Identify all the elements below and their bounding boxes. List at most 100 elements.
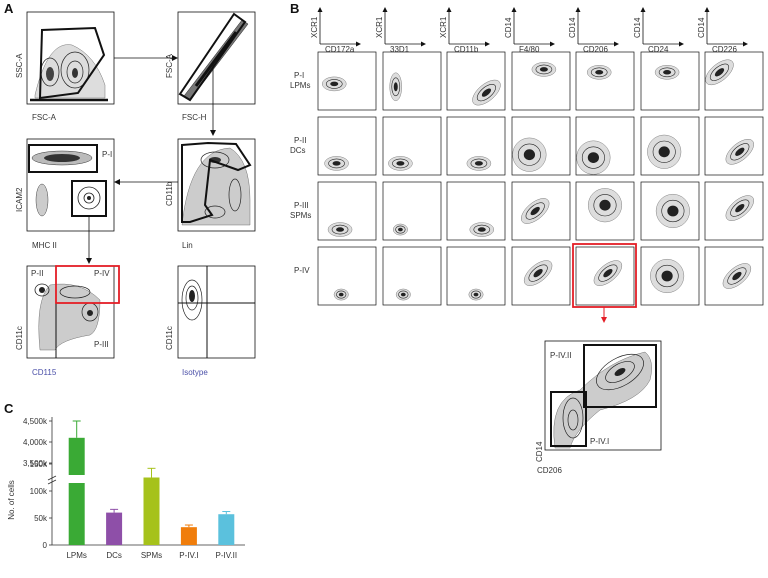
panel-a: SSC-A FSC-A FSC-A FSC-H CD11b: [15, 11, 256, 377]
facs-cell: [575, 246, 635, 306]
facs-cell: [317, 51, 377, 111]
y-tick-label: 150k: [30, 460, 48, 469]
column-y-label: CD14: [568, 17, 577, 38]
gate-plot-cd115-cd11c: P-II P-IV P-III CD11c CD115: [15, 265, 120, 377]
facs-cell: [446, 181, 506, 241]
facs-cell: [382, 51, 442, 111]
facs-cell: [511, 181, 571, 241]
axis-label-x: Lin: [182, 241, 193, 250]
row-sublabel: DCs: [290, 146, 306, 155]
y-tick-label: 50k: [34, 514, 48, 523]
gate-plot-lin-cd11b: CD11b Lin: [165, 138, 256, 250]
axis-label-x: MHC II: [32, 241, 57, 250]
column-y-label: XCR1: [439, 16, 448, 38]
facs-cell: [575, 181, 635, 241]
column-y-label: CD14: [633, 17, 642, 38]
gate-plot-isotype-cd11c: CD11c Isotype: [165, 265, 256, 377]
panel-letter-c: C: [4, 401, 14, 416]
gate-label-p-iv-i: P-IV.I: [590, 437, 609, 446]
y-tick-label: 100k: [30, 487, 48, 496]
column-x-label: CD172a: [325, 45, 355, 54]
x-tick-label: DCs: [106, 551, 122, 560]
gate-plot-mhcii-icam2: P-I ICAM2 MHC II: [15, 138, 115, 250]
panel-letter-b: B: [290, 1, 299, 16]
facs-cell: [382, 246, 442, 306]
y-tick-label: 4,000k: [23, 438, 48, 447]
zoom-plot-cd206-cd14: P-IV.II P-IV.I CD14 CD206: [535, 340, 662, 475]
facs-cell: [704, 181, 764, 241]
axis-label-x: FSC-H: [182, 113, 207, 122]
gate-label-p-i: P-I: [102, 150, 112, 159]
facs-cell: [640, 181, 700, 241]
facs-cell: [446, 246, 506, 306]
facs-cell: [317, 246, 377, 306]
row-sublabel: LPMs: [290, 81, 310, 90]
y-tick-label: 4,500k: [23, 417, 48, 426]
x-tick-label: P-IV.I: [179, 551, 198, 560]
facs-cell: [511, 116, 571, 176]
axis-label-y: ICAM2: [15, 187, 24, 212]
x-tick-label: SPMs: [141, 551, 162, 560]
axis-label-y: CD11c: [15, 326, 24, 350]
bar-dcs: [106, 508, 123, 545]
facs-cell: [704, 116, 764, 176]
column-y-label: CD14: [504, 17, 513, 38]
bar-lpms: [68, 420, 85, 545]
facs-cell: [640, 116, 700, 176]
column-x-label: CD206: [583, 45, 608, 54]
gate-label-p-ii: P-II: [31, 269, 43, 278]
axis-label-y: CD11c: [165, 326, 174, 350]
facs-cell: [511, 246, 571, 306]
column-x-label: CD24: [648, 45, 669, 54]
facs-cell: [446, 116, 506, 176]
facs-cell: [511, 51, 571, 111]
row-label: P-IV: [294, 266, 310, 275]
contour-cloud: [30, 44, 108, 102]
gate-label-p-iv: P-IV: [94, 269, 110, 278]
row-label: P-III: [294, 201, 309, 210]
y-tick-label: 0: [43, 541, 48, 550]
axis-label-x: CD206: [537, 466, 562, 475]
facs-cell: [640, 51, 700, 111]
gate-plot-fsch-fsca: FSC-A FSC-H: [165, 11, 256, 122]
row-sublabel: SPMs: [290, 211, 311, 220]
y-tick-label: 3,500k: [23, 459, 48, 468]
column-y-label: XCR1: [375, 16, 384, 38]
facs-cell: [704, 51, 764, 111]
column-x-label: CD226: [712, 45, 737, 54]
facs-cell: [704, 246, 764, 306]
facs-cell: [317, 181, 377, 241]
axis-label-x: CD115: [32, 368, 57, 377]
facs-cell: [382, 181, 442, 241]
axis-label-y: SSC-A: [15, 53, 24, 78]
facs-cell: [575, 116, 635, 176]
row-label: P-I: [294, 71, 304, 80]
bar-p-iv-ii: [218, 511, 235, 545]
column-y-label: CD14: [697, 17, 706, 38]
axis-label-x: Isotype: [182, 368, 208, 377]
axis-label-y: CD14: [535, 441, 544, 462]
gate-label-p-iii: P-III: [94, 340, 109, 349]
bar-spms: [143, 467, 160, 545]
facs-cell: [382, 116, 442, 176]
gate-label-p-iv-ii: P-IV.II: [550, 351, 572, 360]
x-tick-label: LPMs: [66, 551, 86, 560]
facs-cell: [446, 51, 506, 111]
bar-break-gap: [67, 475, 86, 483]
facs-cell: [575, 51, 635, 111]
axis-label-y: CD11b: [165, 181, 174, 206]
column-y-label: XCR1: [310, 16, 319, 38]
gate-plot-fsc-ssc: SSC-A FSC-A: [15, 11, 115, 122]
y-axis-label: No. of cells: [7, 480, 16, 520]
facs-cell: [640, 246, 700, 306]
x-tick-label: P-IV.II: [216, 551, 238, 560]
